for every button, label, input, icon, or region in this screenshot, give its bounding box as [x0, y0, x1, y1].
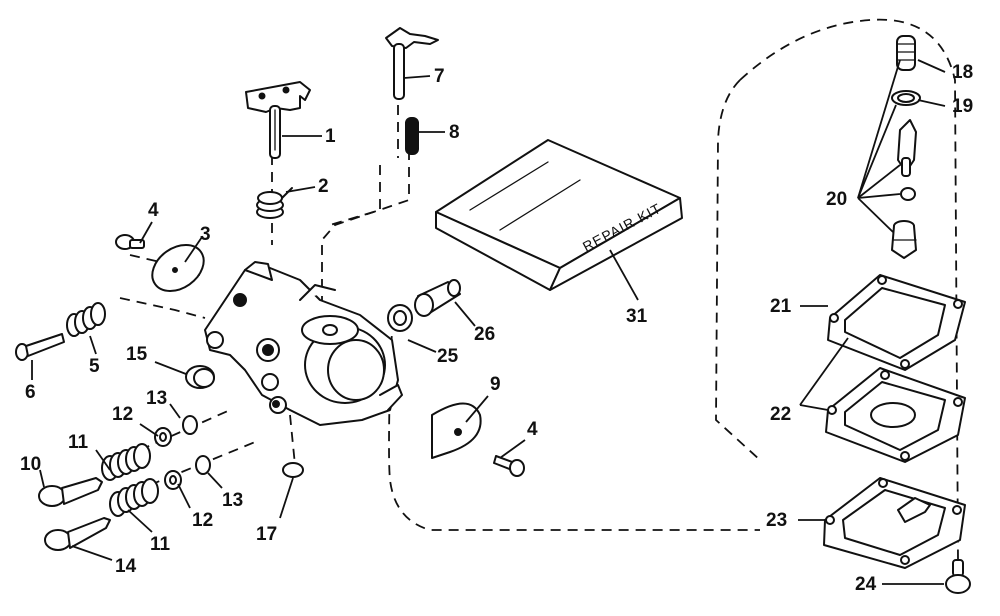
callout-4-lower: 4: [527, 419, 538, 440]
part-8-spring: [405, 117, 419, 155]
callout-13-lower: 13: [222, 490, 243, 511]
part-17-plug: [282, 462, 304, 478]
callout-23: 23: [766, 510, 787, 531]
callout-10: 10: [20, 454, 41, 475]
callout-21: 21: [770, 296, 792, 317]
part-22-diaphragm: [825, 367, 966, 463]
part-23-cover: [823, 477, 966, 569]
callout-1: 1: [325, 126, 336, 147]
callout-9: 9: [490, 374, 501, 395]
callout-3: 3: [200, 224, 211, 245]
part-2-spring: [256, 187, 293, 219]
part-6-idle-screw: [15, 333, 65, 361]
part-26-fitting: [414, 279, 461, 317]
part-4-screw-upper: [115, 234, 145, 250]
part-12-washer-lower: [164, 470, 182, 490]
callout-11-upper: 11: [68, 432, 89, 453]
callout-13-upper: 13: [146, 388, 167, 409]
part-19-washer: [891, 90, 921, 106]
part-4-screw-lower: [493, 455, 525, 477]
callout-19: 19: [952, 96, 973, 117]
callout-26: 26: [474, 324, 495, 345]
part-14-needle: [44, 517, 111, 551]
callout-11-lower: 11: [150, 534, 171, 555]
part-1-throttle-shaft: [245, 81, 311, 159]
part-5-spring: [66, 302, 106, 337]
callout-5: 5: [89, 356, 100, 377]
part-31-repair-kit: REPAIR KIT: [435, 139, 683, 291]
callout-18: 18: [952, 62, 973, 83]
part-10-needle: [38, 477, 103, 507]
part-24-screw: [945, 559, 971, 594]
callout-2: 2: [318, 176, 329, 197]
part-11-spring-upper: [101, 443, 151, 481]
callout-12-upper: 12: [112, 404, 133, 425]
callout-31: 31: [626, 306, 648, 327]
callout-15: 15: [126, 344, 148, 365]
callout-numbers: 1 2 3 4 4 5 6 7 8 9 10 11 11 12 12 13 13…: [20, 62, 973, 595]
part-12-washer-upper: [154, 427, 172, 447]
callout-20: 20: [826, 189, 847, 210]
part-20-ring: [900, 187, 916, 201]
callout-22: 22: [770, 404, 791, 425]
part-13-ring-upper: [182, 415, 198, 435]
part-20-seat: [891, 220, 917, 259]
callout-24: 24: [855, 574, 877, 595]
part-3-throttle-plate: [151, 244, 205, 292]
part-11-spring-lower: [109, 478, 159, 517]
part-9-choke-plate: [431, 402, 482, 459]
part-7-choke-shaft: [385, 27, 439, 100]
callout-4-upper: 4: [148, 200, 159, 221]
carburetor-body: [204, 261, 403, 426]
part-25-seal: [387, 304, 413, 332]
callout-8: 8: [449, 122, 460, 143]
part-18-spring: [896, 35, 916, 71]
callout-6: 6: [25, 382, 36, 403]
part-20-inlet-needle: [897, 119, 917, 177]
callout-25: 25: [437, 346, 459, 367]
part-15-plug: [185, 365, 215, 389]
callout-17: 17: [256, 524, 277, 545]
callout-7: 7: [434, 66, 445, 87]
leader-lines: [31, 59, 946, 585]
part-13-ring-lower: [195, 455, 211, 475]
part-21-gasket: [827, 274, 966, 371]
callout-14: 14: [115, 556, 137, 577]
callout-12-lower: 12: [192, 510, 213, 531]
